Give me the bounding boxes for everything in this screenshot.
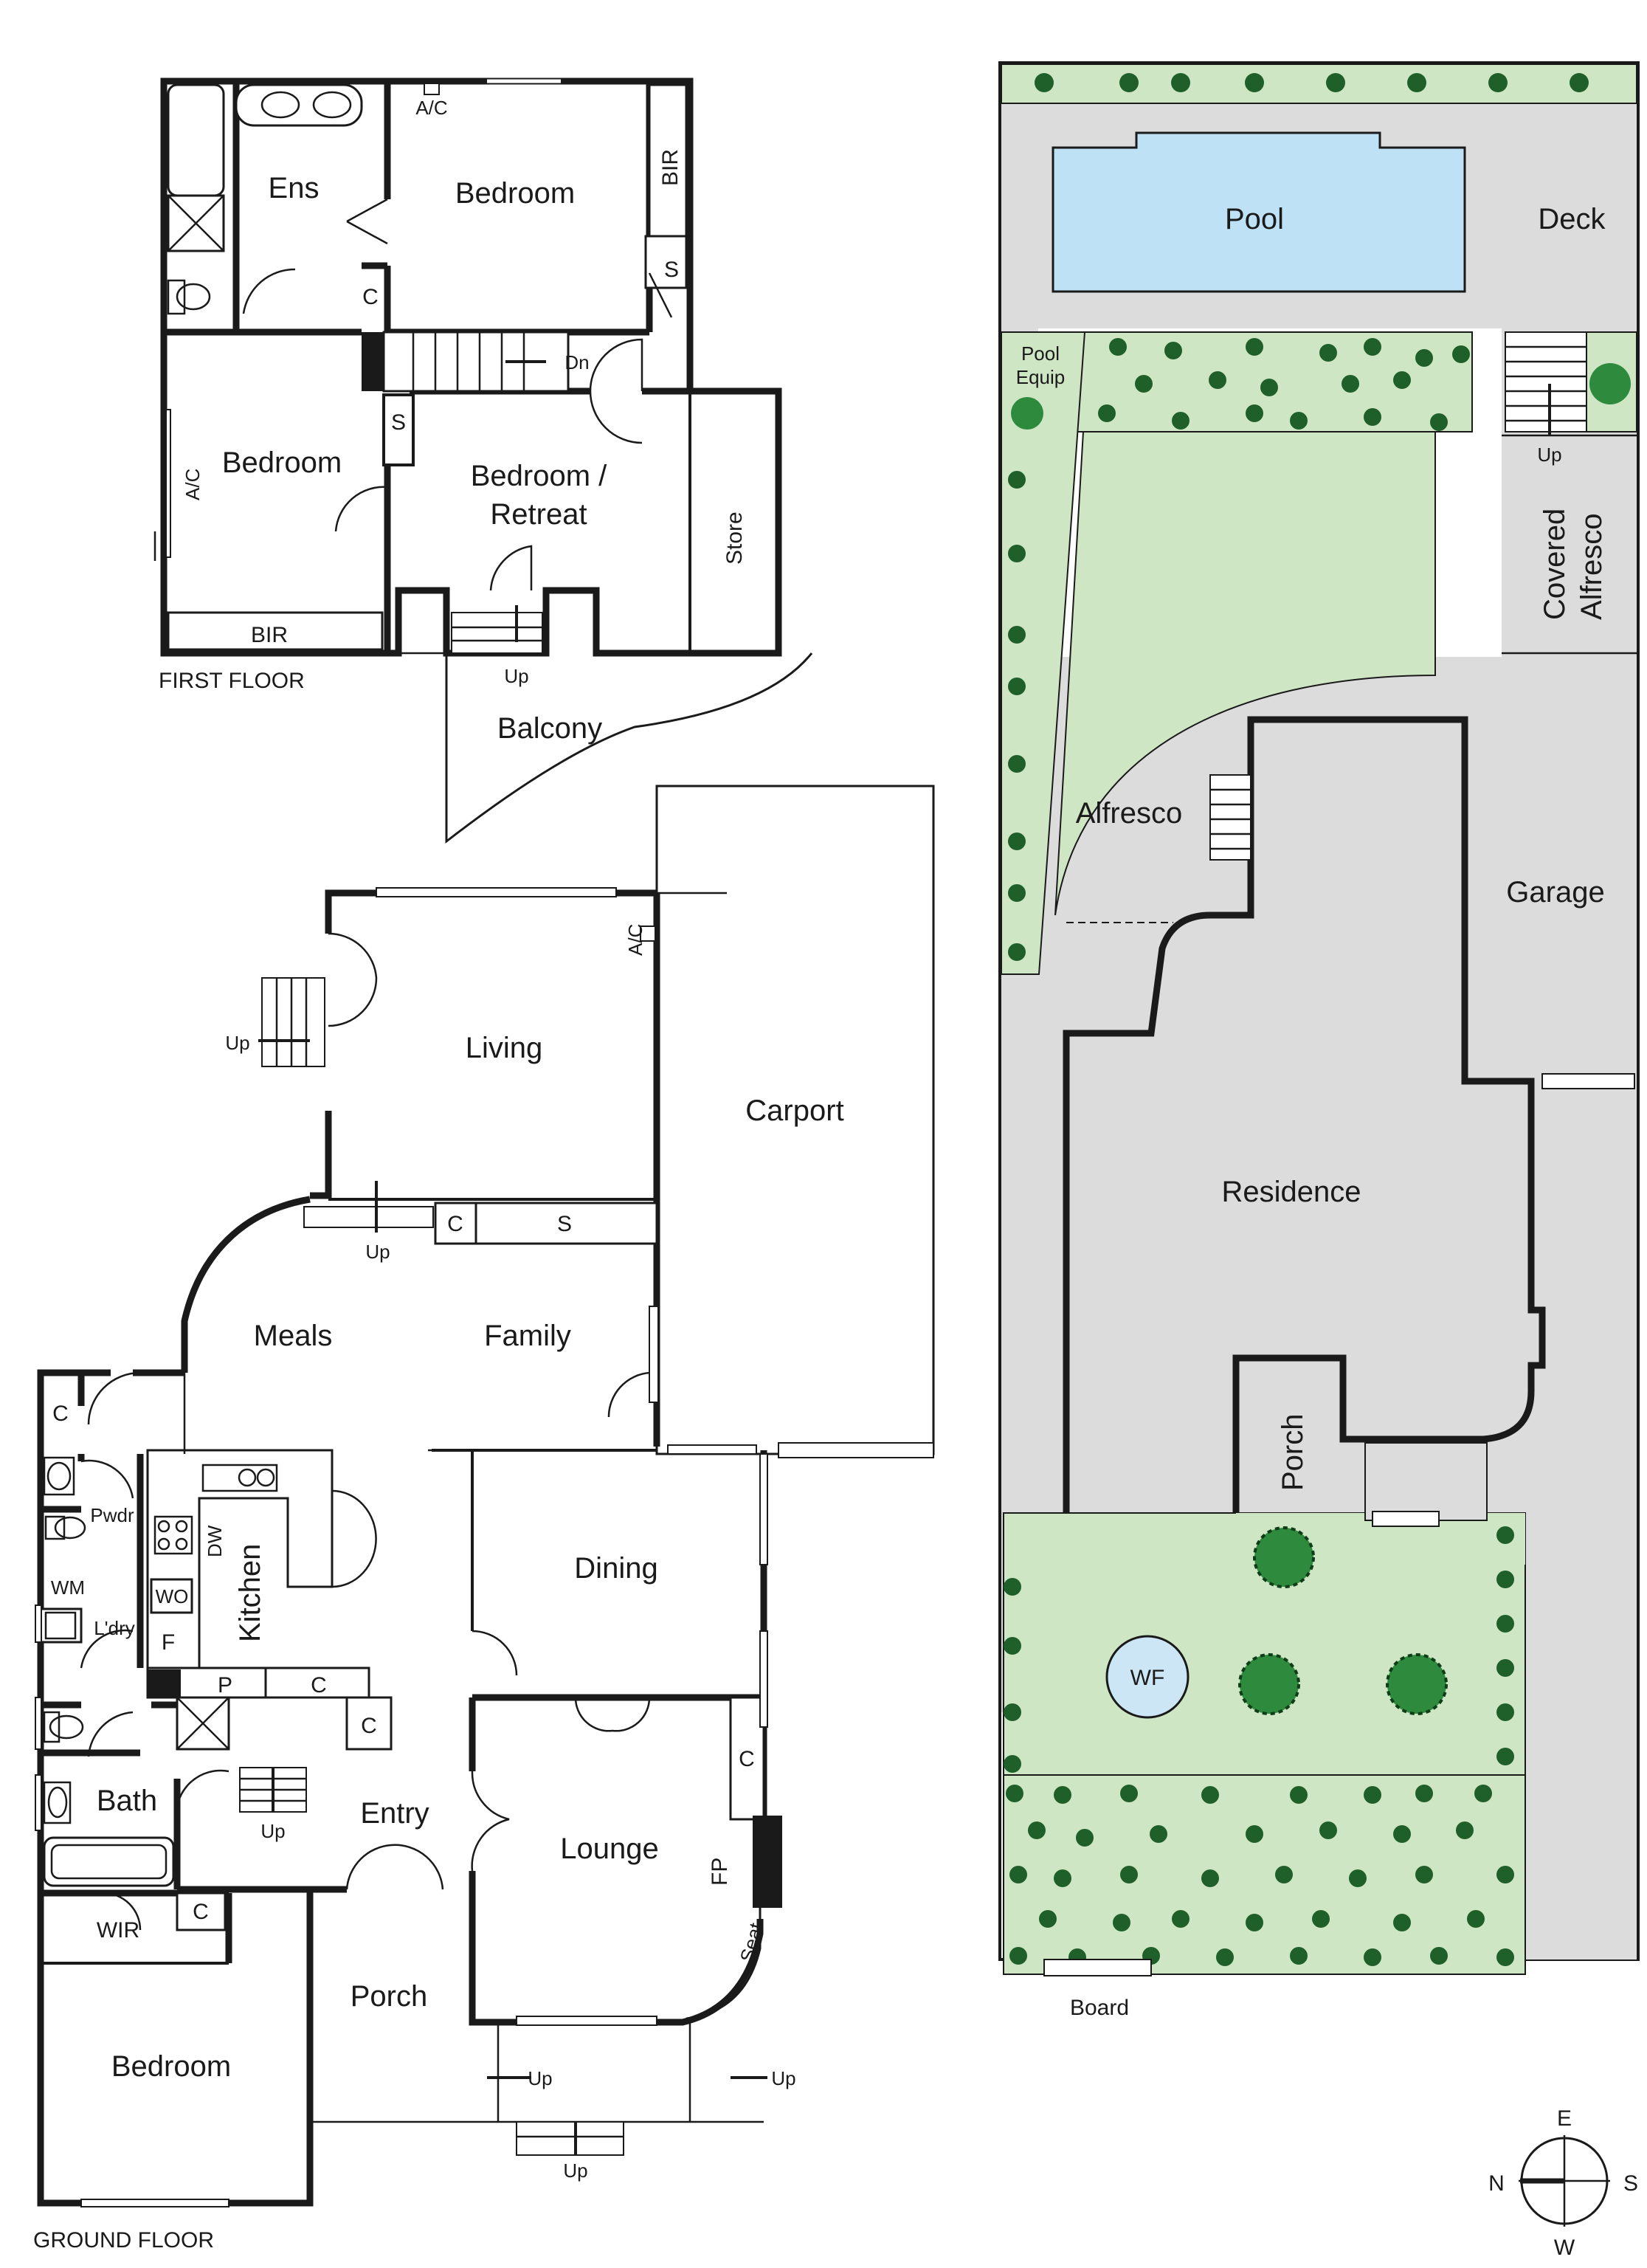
gf-living-label: Living bbox=[466, 1032, 543, 1064]
toilet-icon bbox=[167, 279, 211, 315]
site-pool-label: Pool bbox=[1225, 203, 1284, 235]
gf-c-meals-label: C bbox=[447, 1212, 463, 1236]
site-pool-equip-label: Pool bbox=[1021, 342, 1060, 365]
gf-up-bottom-label: Up bbox=[563, 2160, 587, 2182]
gf-dw-label: DW bbox=[204, 1525, 226, 1557]
door-swing-icon bbox=[80, 932, 651, 1931]
ff-bedroom-main-label: Bedroom bbox=[455, 177, 575, 210]
gf-wir-label: WIR bbox=[97, 1918, 139, 1943]
toilet-icon bbox=[35, 1697, 84, 1831]
ff-bedroom-left-label: Bedroom bbox=[222, 447, 342, 479]
site-residence-label: Residence bbox=[1221, 1176, 1361, 1208]
gf-porch-label: Porch bbox=[351, 1980, 428, 2013]
gf-fp-label: FP bbox=[708, 1858, 732, 1886]
gf-c-entry-label: C bbox=[361, 1714, 377, 1738]
gf-s-meals-label: S bbox=[557, 1212, 572, 1236]
site-alfresco-label: Alfresco bbox=[1076, 797, 1183, 830]
gf-wo-label: WO bbox=[156, 1585, 189, 1607]
gf-bedroom-label: Bedroom bbox=[111, 2050, 231, 2083]
compass-n: N bbox=[1488, 2171, 1505, 2196]
gf-up-meals-label: Up bbox=[365, 1241, 390, 1263]
gf-p-label: P bbox=[218, 1673, 232, 1697]
site-garage-label: Garage bbox=[1506, 876, 1604, 909]
ff-s-right-label: S bbox=[664, 258, 679, 282]
compass-e: E bbox=[1557, 2106, 1572, 2131]
ff-s-left-label: S bbox=[391, 410, 406, 435]
site-covered-alfresco-label: Covered bbox=[1539, 509, 1571, 620]
ff-bedroom-retreat-label: Bedroom / bbox=[471, 460, 607, 492]
gf-up-right-label: Up bbox=[771, 2067, 795, 2089]
first-floor-plan: Ens Bedroom BIR S C A/C Dn Bedroom A/C S… bbox=[153, 77, 813, 844]
ff-ac-top-label: A/C bbox=[415, 97, 447, 119]
compass-w: W bbox=[1554, 2236, 1575, 2260]
ff-dn-label: Dn bbox=[564, 351, 589, 373]
gf-family-label: Family bbox=[484, 1320, 571, 1352]
ff-ac-left-label: A/C bbox=[182, 469, 204, 500]
compass-s: S bbox=[1623, 2171, 1638, 2196]
gf-meals-label: Meals bbox=[254, 1320, 333, 1352]
gf-f-label: F bbox=[162, 1630, 175, 1655]
tree-icon bbox=[1011, 363, 1631, 1715]
door-swing-icon bbox=[153, 198, 673, 591]
gf-c-wir-label: C bbox=[193, 1900, 209, 1924]
ff-c-label: C bbox=[362, 285, 379, 309]
site-board-label: Board bbox=[1070, 1996, 1129, 2020]
gf-up-left-label: Up bbox=[528, 2067, 552, 2089]
site-up-label: Up bbox=[1537, 444, 1561, 466]
bathtub-icon bbox=[167, 83, 363, 252]
site-covered-alfresco-label-2: Alfresco bbox=[1575, 514, 1608, 621]
gf-ldry-label: L'dry bbox=[94, 1617, 135, 1639]
gf-wm-label: WM bbox=[51, 1576, 85, 1599]
site-plan: Pool Deck Pool Equip Up Covered Alfresco… bbox=[998, 61, 1640, 2020]
bathtub-icon bbox=[43, 1696, 230, 1887]
gf-up-living-label: Up bbox=[225, 1032, 249, 1054]
ff-ens-label: Ens bbox=[269, 172, 320, 204]
gf-ac-label: A/C bbox=[624, 924, 646, 956]
ff-bir-right-label: BIR bbox=[658, 149, 683, 186]
cooktop-icon bbox=[153, 1464, 278, 1555]
gf-c-left-label: C bbox=[52, 1402, 69, 1426]
ff-bedroom-retreat-label-2: Retreat bbox=[490, 498, 587, 531]
gf-up-entry-label: Up bbox=[260, 1820, 285, 1842]
first-floor-title: FIRST FLOOR bbox=[159, 669, 305, 693]
ground-floor-plan: Living A/C Up Carport Up C S Meals Famil… bbox=[33, 785, 935, 2253]
site-porch-label: Porch bbox=[1277, 1414, 1309, 1492]
ff-bir-bottom-label: BIR bbox=[251, 623, 288, 647]
gf-seat-label: Seat bbox=[736, 1920, 767, 1964]
gf-carport-label: Carport bbox=[745, 1095, 843, 1127]
gf-dining-label: Dining bbox=[574, 1552, 657, 1585]
ff-up-label: Up bbox=[504, 665, 528, 687]
ff-store-label: Store bbox=[722, 511, 747, 565]
site-wf-label: WF bbox=[1130, 1666, 1165, 1690]
site-pool-equip-label-2: Equip bbox=[1016, 366, 1066, 388]
compass-icon: E N S W bbox=[1488, 2106, 1638, 2260]
ground-floor-title: GROUND FLOOR bbox=[33, 2228, 214, 2253]
gf-lounge-label: Lounge bbox=[560, 1833, 658, 1865]
gf-c-lounge-label: C bbox=[739, 1747, 755, 1771]
gf-entry-label: Entry bbox=[360, 1797, 429, 1830]
gf-c-pantry-label: C bbox=[311, 1673, 327, 1697]
site-deck-label: Deck bbox=[1538, 203, 1606, 235]
gf-bath-label: Bath bbox=[97, 1785, 157, 1817]
ff-balcony-label: Balcony bbox=[497, 712, 602, 745]
gf-kitchen-label: Kitchen bbox=[234, 1544, 266, 1642]
gf-pwdr-label: Pwdr bbox=[90, 1504, 134, 1526]
